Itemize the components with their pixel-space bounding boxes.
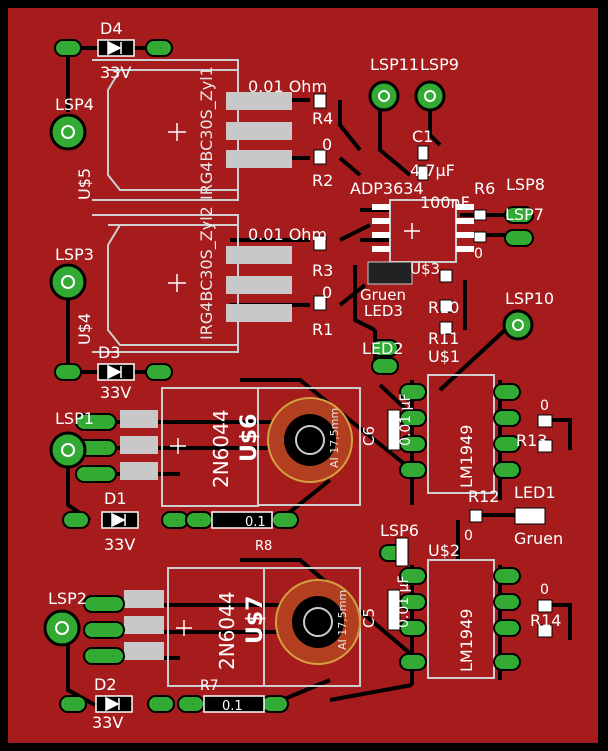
test-point-pads: [43, 80, 534, 647]
label-heatsink-upper: AI 17,5mm: [328, 408, 341, 468]
label-r2-val: 0: [322, 135, 332, 154]
label-lsp8: LSP8: [506, 175, 545, 194]
label-c6-val: 0.01 µF: [398, 393, 414, 446]
label-d1-val: 33V: [104, 535, 135, 554]
diode-symbols: [95, 39, 273, 713]
label-tr-lower-val: 2N6044: [215, 591, 239, 670]
label-led2: LED2: [362, 339, 404, 358]
pads: [54, 39, 534, 713]
label-heatsink-lower: AI 17,5mm: [336, 590, 349, 650]
heatsink-lower: [275, 579, 361, 665]
label-r14-val: 0: [540, 582, 549, 598]
label-r2: R2: [312, 171, 333, 190]
label-ic2-val: LM1949: [457, 609, 476, 672]
label-r11: R11: [428, 329, 459, 348]
label-tr-upper-val: 2N6044: [209, 409, 233, 488]
label-r8-val: 0.1: [245, 515, 266, 530]
label-us2: U$2: [428, 541, 460, 560]
label-r8: R8: [255, 539, 272, 554]
label-lsp3: LSP3: [55, 245, 94, 264]
label-r3: R3: [312, 261, 333, 280]
label-led1: LED1: [514, 483, 556, 502]
label-r4-val: 0.01 Ohm: [248, 77, 327, 96]
label-lsp1: LSP1: [55, 409, 94, 428]
label-d2: D2: [94, 675, 117, 694]
label-d3-val: 33V: [100, 383, 131, 402]
label-d4: D4: [100, 19, 123, 38]
label-lsp11: LSP11: [370, 55, 419, 74]
label-c5: C5: [360, 608, 378, 628]
label-r3-val: 0.01 Ohm: [248, 225, 327, 244]
heatsink-upper: [267, 397, 353, 483]
label-r10: R10: [428, 298, 459, 317]
label-r13: R13: [516, 431, 547, 450]
label-ic1-val: LM1949: [457, 425, 476, 488]
label-c5-val: 0.01 µF: [396, 575, 412, 628]
label-us1: U$1: [428, 347, 460, 366]
label-q-upper-val: IRG4BC30S_Zyl1: [197, 66, 217, 200]
label-d2-val: 33V: [92, 713, 123, 732]
label-lsp9: LSP9: [420, 55, 459, 74]
label-lsp10: LSP10: [505, 289, 554, 308]
label-d1: D1: [104, 489, 127, 508]
label-c2-val: 100nF: [420, 193, 470, 212]
label-us3: U$3: [410, 260, 440, 278]
label-us5: U$5: [75, 168, 94, 200]
smd-parts: [313, 93, 553, 638]
label-r6-val: 0: [474, 246, 483, 262]
label-r4: R4: [312, 109, 333, 128]
label-led1-val: Gruen: [514, 529, 563, 548]
label-us7: U$7: [243, 596, 268, 644]
labels: D4 33V LSP4 U$5 LSP3 U$4 D3 33V LSP1 D1 …: [48, 19, 563, 732]
label-led3: LED3: [364, 302, 403, 320]
label-lsp7: LSP7: [505, 205, 544, 224]
label-r1-val: 0: [322, 283, 332, 302]
label-r7: R7: [200, 678, 219, 694]
label-lsp2: LSP2: [48, 589, 87, 608]
label-led3-val: Gruen: [360, 286, 406, 304]
label-lsp6: LSP6: [380, 521, 419, 540]
smd-tabs: [120, 92, 292, 660]
label-c1: C1: [412, 127, 433, 146]
label-lsp4: LSP4: [55, 95, 94, 114]
label-q-lower-val: IRG4BC30S_Zyl2: [197, 206, 217, 340]
label-us4: U$4: [75, 313, 94, 345]
label-r1: R1: [312, 320, 333, 339]
label-d4-val: 33V: [100, 63, 131, 82]
label-c1-val: 4.7µF: [410, 161, 455, 180]
label-r14: R14: [530, 611, 561, 630]
plus-markers: [168, 123, 420, 636]
label-r13-val: 0: [540, 398, 549, 414]
label-c6: C6: [360, 426, 378, 446]
label-r6: R6: [474, 179, 495, 198]
label-r12-val: 0: [464, 528, 473, 544]
label-r7-val: 0.1: [222, 699, 243, 714]
label-d3: D3: [98, 343, 121, 362]
label-us6: U$6: [237, 414, 262, 462]
label-r12: R12: [468, 487, 499, 506]
label-adp: ADP3634: [350, 179, 424, 198]
